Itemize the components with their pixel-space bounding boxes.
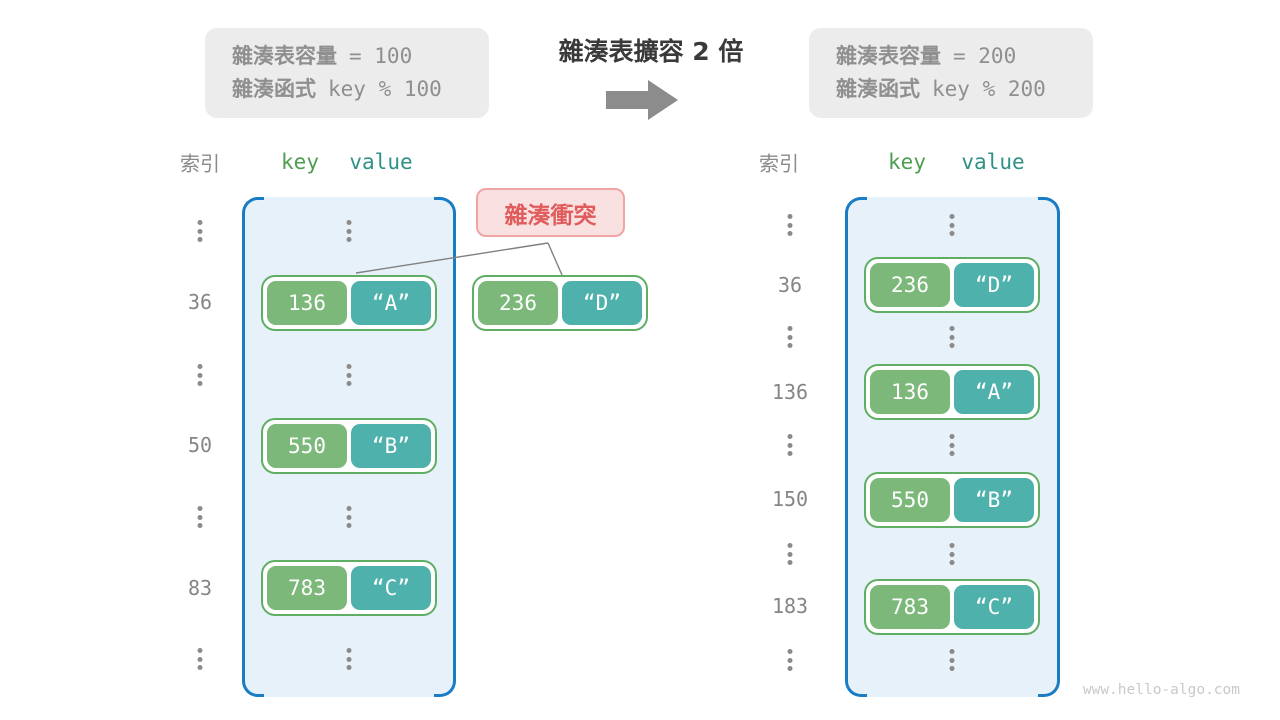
hash-function-value: key % 100: [328, 76, 442, 101]
left-key-header: key: [281, 150, 319, 174]
hash-function-value: key % 200: [932, 76, 1046, 101]
value-box: “B”: [954, 478, 1034, 522]
right-arrow-icon: [606, 80, 678, 120]
ellipsis-icon: [949, 649, 955, 671]
key-box: 236: [478, 281, 558, 325]
key-box: 783: [870, 585, 950, 629]
ellipsis-icon: [197, 648, 203, 670]
watermark: www.hello-algo.com: [1082, 682, 1240, 698]
hash-function-label: 雜湊函式: [232, 76, 316, 101]
key-box: 550: [267, 424, 347, 468]
hash-function-label: 雜湊函式: [836, 76, 920, 101]
ellipsis-icon: [787, 214, 793, 236]
key-value-pair: 136 “A”: [864, 364, 1040, 420]
capacity-label: 雜湊表容量: [232, 44, 337, 69]
ellipsis-icon: [787, 326, 793, 348]
capacity-line: 雜湊表容量 = 100: [232, 44, 489, 69]
key-box: 136: [267, 281, 347, 325]
collision-key-value-pair: 236 “D”: [472, 275, 648, 331]
value-box: “B”: [351, 424, 431, 468]
ellipsis-icon: [346, 364, 352, 386]
right-key-header: key: [888, 150, 926, 174]
key-value-pair: 136 “A”: [261, 275, 437, 331]
capacity-value: = 200: [953, 44, 1017, 69]
ellipsis-icon: [346, 220, 352, 242]
right-index-header: 索引: [759, 151, 799, 176]
key-value-pair: 783 “C”: [261, 560, 437, 616]
value-box: “A”: [954, 370, 1034, 414]
left-index-header: 索引: [180, 151, 220, 176]
ellipsis-icon: [787, 543, 793, 565]
ellipsis-icon: [197, 506, 203, 528]
value-box: “C”: [954, 585, 1034, 629]
ellipsis-icon: [197, 364, 203, 386]
key-value-pair: 783 “C”: [864, 579, 1040, 635]
capacity-label: 雜湊表容量: [836, 44, 941, 69]
capacity-value: = 100: [349, 44, 413, 69]
key-box: 136: [870, 370, 950, 414]
ellipsis-icon: [787, 649, 793, 671]
ellipsis-icon: [346, 506, 352, 528]
capacity-line: 雜湊表容量 = 200: [836, 44, 1093, 69]
value-box: “D”: [562, 281, 642, 325]
key-value-pair: 550 “B”: [864, 472, 1040, 528]
ellipsis-icon: [787, 434, 793, 456]
left-row-index: 83: [187, 576, 213, 600]
right-row-index: 183: [771, 594, 809, 618]
value-box: “D”: [954, 263, 1034, 307]
left-row-index: 36: [187, 290, 213, 314]
left-value-header: value: [349, 150, 413, 174]
ellipsis-icon: [949, 543, 955, 565]
right-row-index: 36: [777, 273, 803, 297]
hash-function-line: 雜湊函式 key % 100: [232, 77, 489, 102]
key-box: 783: [267, 566, 347, 610]
capacity-box-after: 雜湊表容量 = 200 雜湊函式 key % 200: [809, 28, 1093, 118]
value-box: “A”: [351, 281, 431, 325]
key-box: 550: [870, 478, 950, 522]
value-box: “C”: [351, 566, 431, 610]
ellipsis-icon: [949, 434, 955, 456]
key-value-pair: 236 “D”: [864, 257, 1040, 313]
ellipsis-icon: [346, 648, 352, 670]
key-box: 236: [870, 263, 950, 307]
right-row-index: 150: [771, 487, 809, 511]
ellipsis-icon: [949, 326, 955, 348]
ellipsis-icon: [949, 214, 955, 236]
right-row-index: 136: [771, 380, 809, 404]
right-value-header: value: [961, 150, 1025, 174]
capacity-box-before: 雜湊表容量 = 100 雜湊函式 key % 100: [205, 28, 489, 118]
collision-label: 雜湊衝突: [476, 188, 625, 237]
key-value-pair: 550 “B”: [261, 418, 437, 474]
ellipsis-icon: [197, 220, 203, 242]
hash-function-line: 雜湊函式 key % 200: [836, 77, 1093, 102]
diagram-title: 雜湊表擴容 2 倍: [558, 37, 744, 66]
left-row-index: 50: [187, 433, 213, 457]
